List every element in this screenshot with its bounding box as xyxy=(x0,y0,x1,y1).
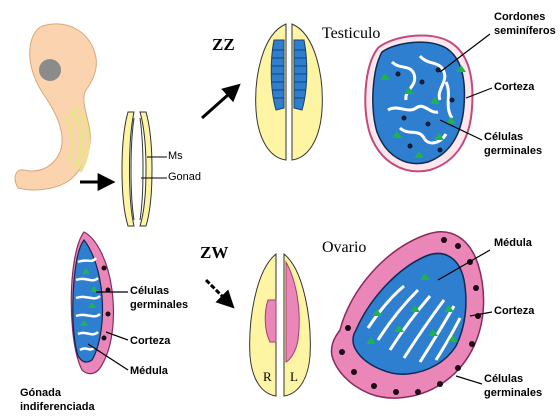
embryo-eye-spot xyxy=(39,59,61,81)
embryo-illustration xyxy=(15,24,96,190)
female-medulla-label: Médula xyxy=(494,238,532,249)
seminiferous-cords-label-1: Cordones xyxy=(494,12,545,23)
ovary-section xyxy=(331,232,492,398)
arrow-to-female xyxy=(206,280,232,306)
testis-section xyxy=(365,34,492,171)
female-genotype: ZW xyxy=(200,244,228,261)
male-paired-gonads xyxy=(256,24,323,160)
indifferent-caption-2: indiferenciada xyxy=(20,402,95,413)
seminiferous-cords-label-2: seminíferos xyxy=(494,26,556,37)
early-gonad-illustration xyxy=(122,112,167,226)
female-germ-cells-label-1: Células xyxy=(484,374,523,385)
indifferent-germ-cells-label-2: germinales xyxy=(130,300,188,311)
ovary-title: Ovario xyxy=(322,240,366,256)
male-germ-cells-label-1: Células xyxy=(484,132,523,143)
gonad-label: Gonad xyxy=(168,172,201,183)
female-germ-cells-label-2: germinales xyxy=(484,388,542,399)
indifferent-gonad xyxy=(71,232,128,374)
indifferent-germ-cells-label-1: Células xyxy=(130,286,169,297)
left-gonad-label: L xyxy=(290,370,298,383)
indifferent-cortex-label: Corteza xyxy=(130,336,170,347)
right-gonad-label: R xyxy=(263,370,272,383)
male-germ-cells-label-2: germinales xyxy=(484,146,542,157)
mesonephros-label: Ms xyxy=(168,151,183,162)
male-cortex-label: Corteza xyxy=(494,82,534,93)
male-genotype: ZZ xyxy=(212,36,235,53)
indifferent-medulla-label: Médula xyxy=(130,366,168,377)
testis-title: Testiculo xyxy=(322,26,380,42)
female-paired-gonads xyxy=(250,254,311,396)
female-cortex-label: Corteza xyxy=(494,306,534,317)
arrow-to-male xyxy=(202,86,238,118)
indifferent-caption-1: Gónada xyxy=(20,388,61,399)
